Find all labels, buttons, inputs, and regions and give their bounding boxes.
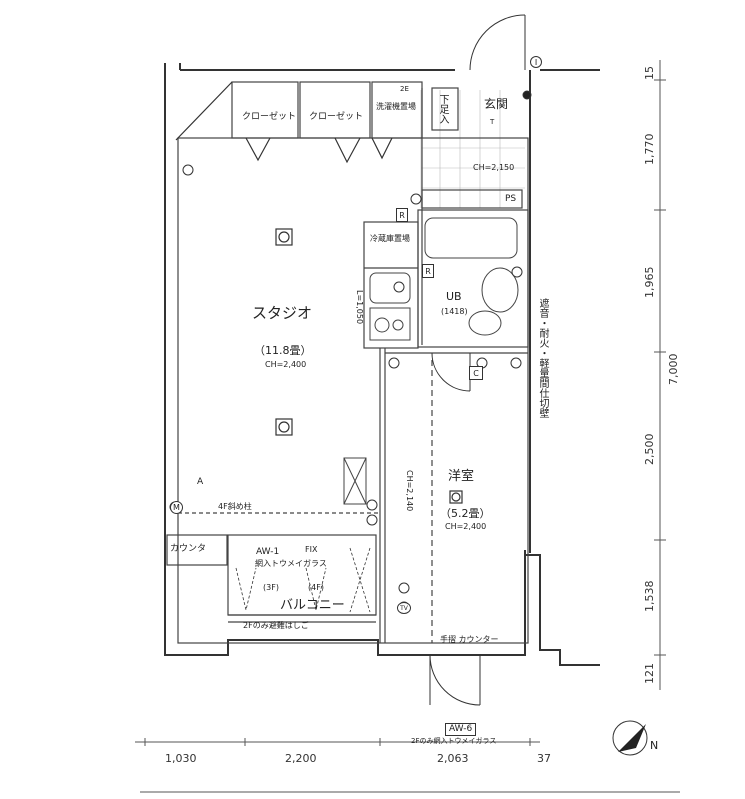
dimension-right-3: 1,965 — [643, 266, 656, 299]
marker-2e: 2E — [400, 85, 409, 93]
dimension-right-4: 2,500 — [643, 433, 656, 466]
dimension-right-1: 15 — [643, 66, 656, 80]
wall-spec-note: 遮音・耐火・軽量間仕切壁 — [537, 298, 548, 418]
marker-r-2: R — [422, 264, 434, 278]
floor-3f-label: (3F) — [263, 583, 279, 592]
balcony-label: バルコニー — [280, 598, 345, 613]
fridge-space-label: 冷蔵庫置場 — [370, 234, 410, 243]
marker-c: C — [469, 366, 483, 380]
western-room-label: 洋室 — [448, 469, 475, 484]
marker-t: T — [490, 118, 495, 126]
compass-north-label: N — [650, 739, 659, 752]
corridor-ceiling-height: CH=2,140 — [405, 470, 414, 512]
western-room-ceiling-height: CH=2,400 — [445, 522, 487, 531]
marker-m: M — [170, 501, 183, 514]
dimension-bottom-4: 37 — [537, 752, 551, 765]
unit-bath-size: (1418) — [441, 307, 468, 316]
closet-door-marks — [175, 81, 393, 164]
studio-size: （11.8畳） — [254, 344, 312, 357]
entrance-label: 玄関 — [484, 97, 509, 111]
marker-r-1: R — [396, 208, 408, 222]
ceiling-lights — [275, 228, 463, 504]
dimension-bottom-2: 2,200 — [285, 752, 317, 765]
washer-space-label: 洗濯機置場 — [376, 102, 416, 111]
window-aw1-label: AW-1 — [256, 547, 280, 557]
dimension-right-5: 1,538 — [643, 580, 656, 613]
entrance-ceiling-height: CH=2,150 — [473, 163, 515, 172]
window-fix-label: FIX — [305, 545, 318, 554]
dimension-bottom-1: 1,030 — [165, 752, 197, 765]
handrail-counter-label: 手摺 カウンター — [440, 635, 499, 644]
dimension-right-6: 121 — [643, 663, 656, 684]
compass-icon — [612, 720, 648, 756]
shoe-box-label: 下足入 — [437, 94, 448, 124]
entrance-tile-grid — [420, 90, 525, 208]
section-marker-a: A — [197, 477, 204, 487]
closet-label-2: クローゼット — [309, 112, 364, 122]
window-aw6-glass-label: 2Fのみ網入トウメイガラス — [411, 737, 497, 745]
dimension-right-2: 1,770 — [643, 133, 656, 166]
bath-fixtures — [343, 217, 519, 505]
dimension-lines — [135, 60, 680, 793]
outer-walls — [164, 63, 600, 666]
counter-length-label: L=1,050 — [355, 290, 364, 325]
marker-tv: TV — [397, 602, 411, 614]
western-room-size: （5.2畳） — [440, 507, 491, 520]
closet-label-1: クローゼット — [242, 112, 297, 122]
window-aw6-label: AW-6 — [445, 723, 477, 736]
marker-i: I — [530, 56, 542, 68]
escape-ladder-note: 2Fのみ避難はしご — [243, 621, 309, 630]
balcony-window-marks — [235, 547, 371, 613]
studio-label: スタジオ — [252, 304, 313, 322]
floor-4f-label: (4F) — [308, 583, 324, 592]
counter-left-label: カウンタ — [170, 544, 207, 554]
window-aw1-glass-label: 網入トウメイガラス — [255, 559, 327, 568]
pillar-note: 4F斜め柱 — [218, 502, 252, 511]
unit-bath-label: UB — [446, 290, 462, 303]
interior-walls — [166, 81, 529, 644]
studio-ceiling-height: CH=2,400 — [265, 360, 307, 369]
pipe-space-label: PS — [505, 194, 517, 204]
dimension-bottom-3: 2,063 — [437, 752, 469, 765]
dimension-right-total: 7,000 — [667, 353, 680, 386]
